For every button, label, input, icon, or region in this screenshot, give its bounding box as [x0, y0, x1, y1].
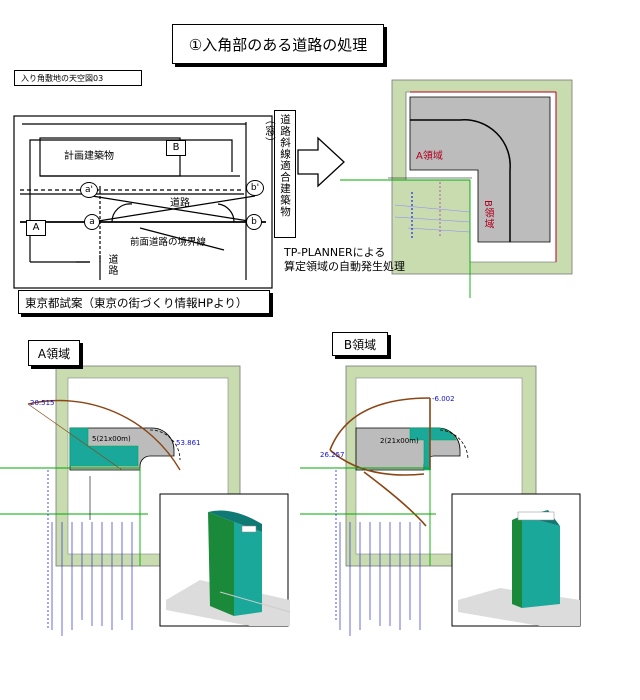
tp-text-2: 算定領域の自動発生処理 — [284, 260, 405, 273]
plan-top — [340, 79, 573, 298]
block-b-label: B — [166, 140, 186, 156]
sketch-linework — [13, 115, 273, 289]
sketch-label: 入り角敷地の天空図03 — [14, 70, 142, 86]
a-value-top: 20.515 — [30, 399, 55, 407]
a-building-label: 5(21x00m) — [92, 435, 131, 443]
boundary-label: 前面道路の境界線 — [130, 237, 207, 248]
arrow-right — [297, 136, 345, 188]
point-a-prime: a' — [80, 182, 98, 198]
inset-3d-b — [451, 493, 581, 627]
block-a-label: A — [26, 220, 46, 236]
region-a-title: A領域 — [28, 340, 80, 366]
a-value-right: 53.861 — [176, 439, 201, 447]
plan-region-b: B領域 — [482, 200, 493, 230]
b-value-top: -6.002 — [432, 395, 455, 403]
point-b: b — [246, 214, 262, 230]
plan-a-annotations — [51, 522, 133, 636]
b-building-label: 2(21x00m) — [380, 437, 419, 445]
point-b-prime: b' — [246, 180, 264, 196]
b-value-left: 26.257 — [320, 451, 345, 459]
region-b-title: B領域 — [332, 332, 388, 356]
building-label: 計画建築物 — [64, 151, 114, 162]
window-label: 道路斜線適合建築物（窓） — [264, 110, 296, 238]
source-caption: 東京都試案（東京の街づくり情報HPより） — [18, 290, 270, 314]
tp-text-1: TP-PLANNERによる — [284, 246, 386, 259]
point-a: a — [84, 214, 100, 230]
road-vertical-label: 道路 — [106, 254, 117, 276]
plan-region-a: A領域 — [416, 151, 443, 162]
page-title: ①入角部のある道路の処理 — [172, 24, 384, 64]
road-label: 道路 — [170, 198, 190, 209]
plan-b-annotations — [339, 522, 421, 636]
inset-3d-a — [159, 493, 291, 627]
